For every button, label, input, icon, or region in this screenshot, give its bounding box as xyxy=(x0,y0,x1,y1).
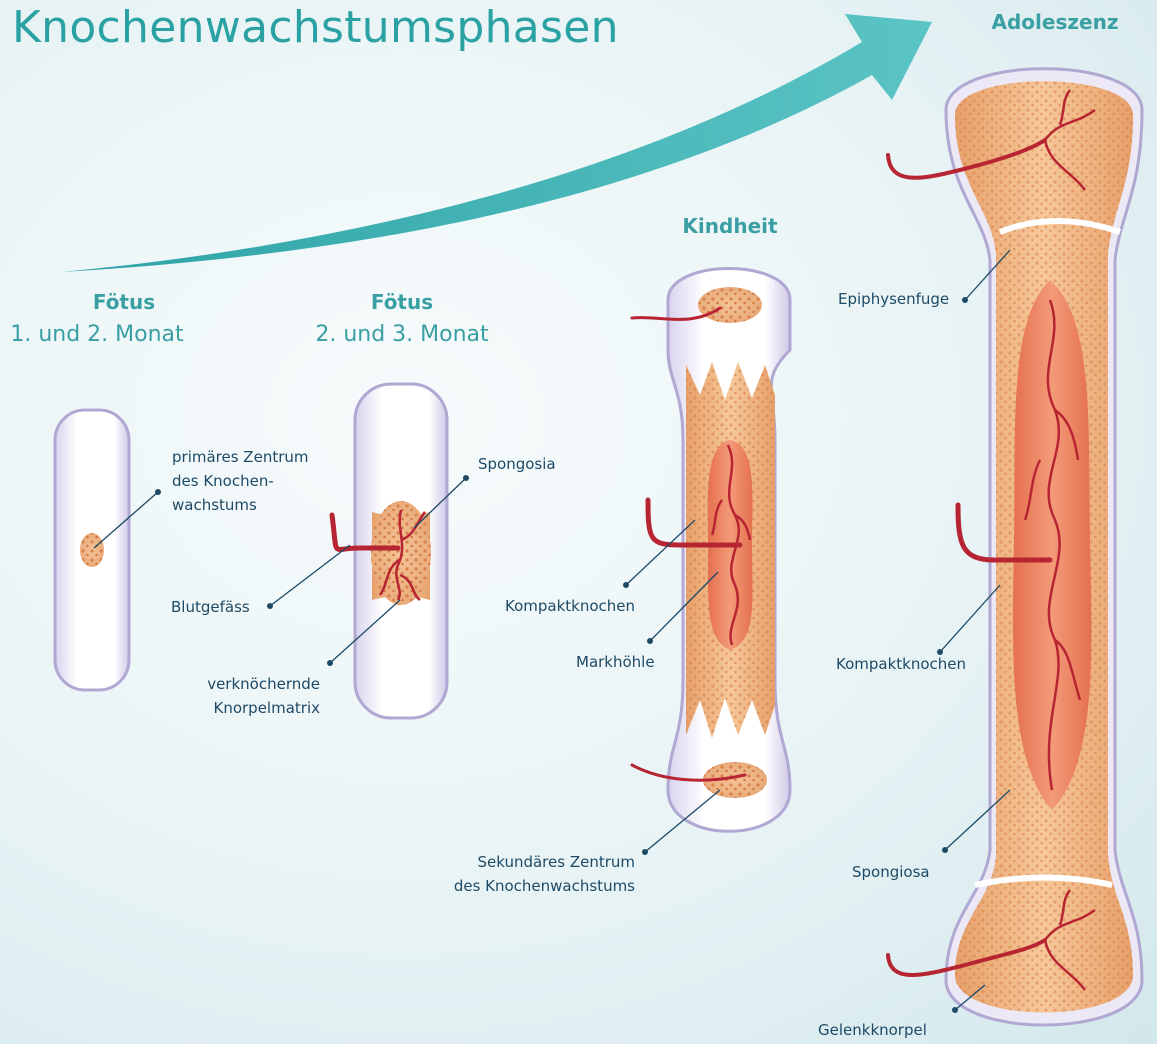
stage-sub-fetus-2: 2. und 3. Monat xyxy=(300,322,504,347)
label-marrow-cavity: Markhöhle xyxy=(576,650,655,674)
stage-sub-fetus-1: 1. und 2. Monat xyxy=(2,322,192,347)
label-epiphyseal-plate: Epiphysenfuge xyxy=(838,287,949,311)
page-title: Knochenwachstumsphasen xyxy=(12,2,619,53)
label-spongosia: Spongosia xyxy=(478,452,556,476)
stage-heading-adolescence: Adoleszenz xyxy=(975,10,1135,34)
label-secondary-center: Sekundäres Zentrum des Knochenwachstums xyxy=(430,850,635,898)
stage-heading-fetus-1: Fötus xyxy=(54,290,194,314)
label-cartilage-matrix: verknöchernde Knorpelmatrix xyxy=(190,672,320,720)
label-articular-cartilage: Gelenkknorpel xyxy=(818,1018,927,1042)
label-compact-bone-adolescence: Kompaktknochen xyxy=(836,652,966,676)
label-spongiosa: Spongiosa xyxy=(852,860,930,884)
stage-heading-fetus-2: Fötus xyxy=(332,290,472,314)
label-compact-bone-childhood: Kompaktknochen xyxy=(505,594,635,618)
fetal-bone-1 xyxy=(55,410,129,690)
label-primary-center: primäres Zentrum des Knochen- wachstums xyxy=(172,445,309,517)
fetal-bone-2 xyxy=(332,384,447,718)
label-blood-vessel: Blutgefäss xyxy=(171,595,250,619)
childhood-bone xyxy=(632,269,790,832)
stage-heading-childhood: Kindheit xyxy=(660,214,800,238)
